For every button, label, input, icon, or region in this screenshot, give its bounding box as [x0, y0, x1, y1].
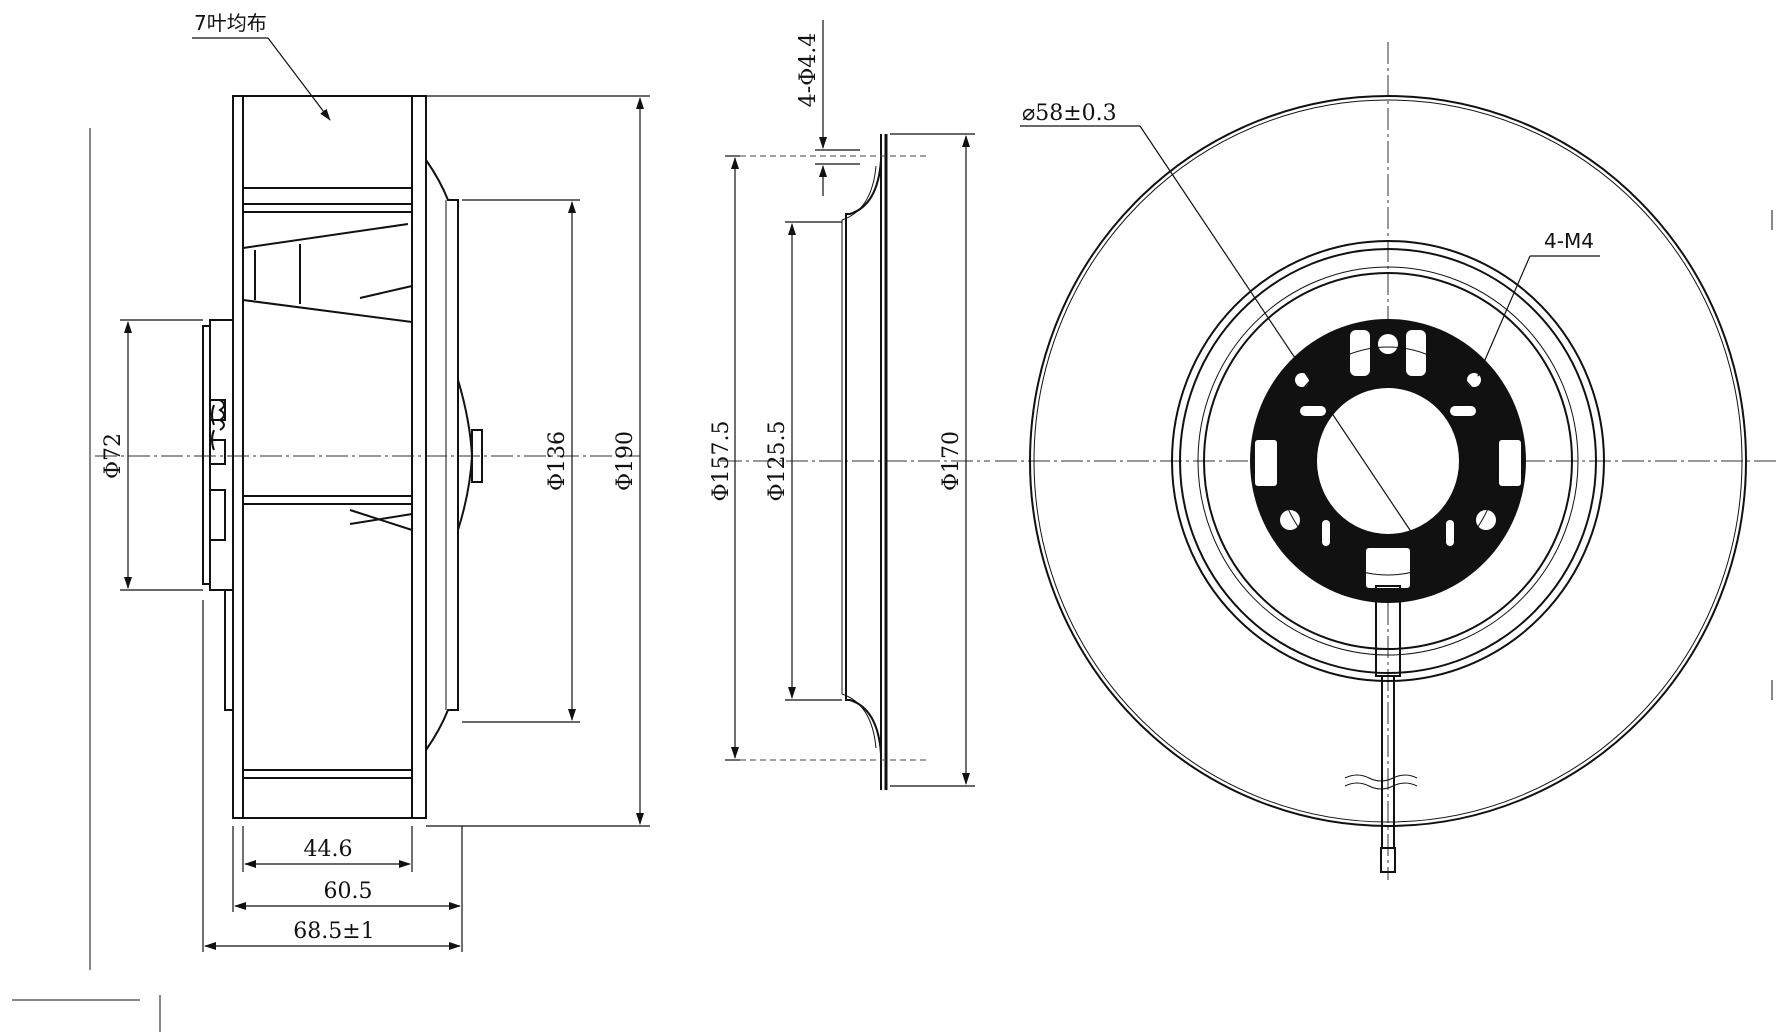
- dim-phi170: Φ170: [939, 431, 964, 491]
- dim-phi190: Φ190: [613, 431, 638, 491]
- back-plate: [232, 95, 244, 819]
- shroud-plate: [411, 95, 427, 819]
- blade-count-label: 7叶均布: [194, 11, 267, 35]
- dim-68-5: 68.5±1: [293, 919, 374, 944]
- dim-phi125-5: Φ125.5: [765, 420, 790, 501]
- dim-phi157-5: Φ157.5: [709, 420, 734, 501]
- dim-60-5: 60.5: [324, 879, 373, 904]
- dim-phi136: Φ136: [545, 431, 570, 491]
- dim-flange-holes: 4-Φ4.4: [796, 33, 821, 107]
- hub-diameter-label: ⌀58±0.3: [1022, 101, 1117, 126]
- front-view: ⌀58±0.3 4-M4: [995, 42, 1778, 880]
- side-view: Φ72 Φ136 Φ190 44.6 60.5 68.5±1 7叶均布: [89, 11, 650, 970]
- outer-disk: [1029, 95, 1747, 827]
- hub-bore: [1315, 386, 1461, 536]
- ring-view: Φ157.5 Φ125.5 Φ170 4-Φ4.4: [709, 20, 990, 790]
- dim-44-6: 44.6: [304, 837, 353, 862]
- dim-phi72: Φ72: [101, 433, 126, 479]
- mount-threads-label: 4-M4: [1544, 229, 1594, 253]
